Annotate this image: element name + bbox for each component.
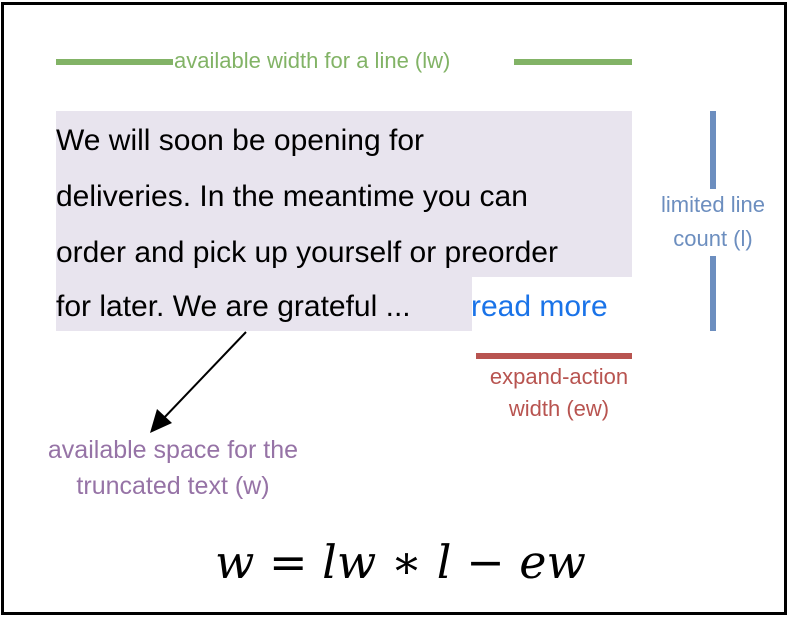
line-width-bar-left bbox=[56, 59, 173, 65]
line-count-bar-top bbox=[710, 111, 716, 189]
sample-text-line-3: order and pick up yourself or preorder bbox=[56, 236, 558, 269]
truncated-space-label-1: available space for the bbox=[47, 436, 299, 464]
formula: w = lw ∗ l − ew bbox=[215, 535, 586, 589]
truncated-space-label-2: truncated text (w) bbox=[76, 472, 270, 500]
line-count-label-1: limited line bbox=[661, 192, 765, 217]
sample-text-line-1: We will soon be opening for bbox=[56, 124, 424, 157]
text-highlight-last-line bbox=[56, 277, 472, 331]
expand-action-label-2: width (ew) bbox=[508, 396, 610, 421]
sample-text-line-2: deliveries. In the meantime you can bbox=[56, 180, 528, 213]
expand-action-bar bbox=[476, 353, 632, 359]
read-more-link[interactable]: read more bbox=[471, 290, 608, 323]
arrow-icon bbox=[150, 331, 247, 433]
line-width-bar-right bbox=[514, 59, 632, 65]
sample-text-line-4: for later. We are grateful ... bbox=[56, 290, 411, 323]
expand-action-label-1: expand-action bbox=[489, 364, 629, 389]
line-width-label: available width for a line (lw) bbox=[174, 48, 451, 73]
text-highlight-block bbox=[56, 111, 632, 277]
line-count-bar-bottom bbox=[710, 256, 716, 331]
line-count-label-2: count (l) bbox=[673, 226, 753, 251]
